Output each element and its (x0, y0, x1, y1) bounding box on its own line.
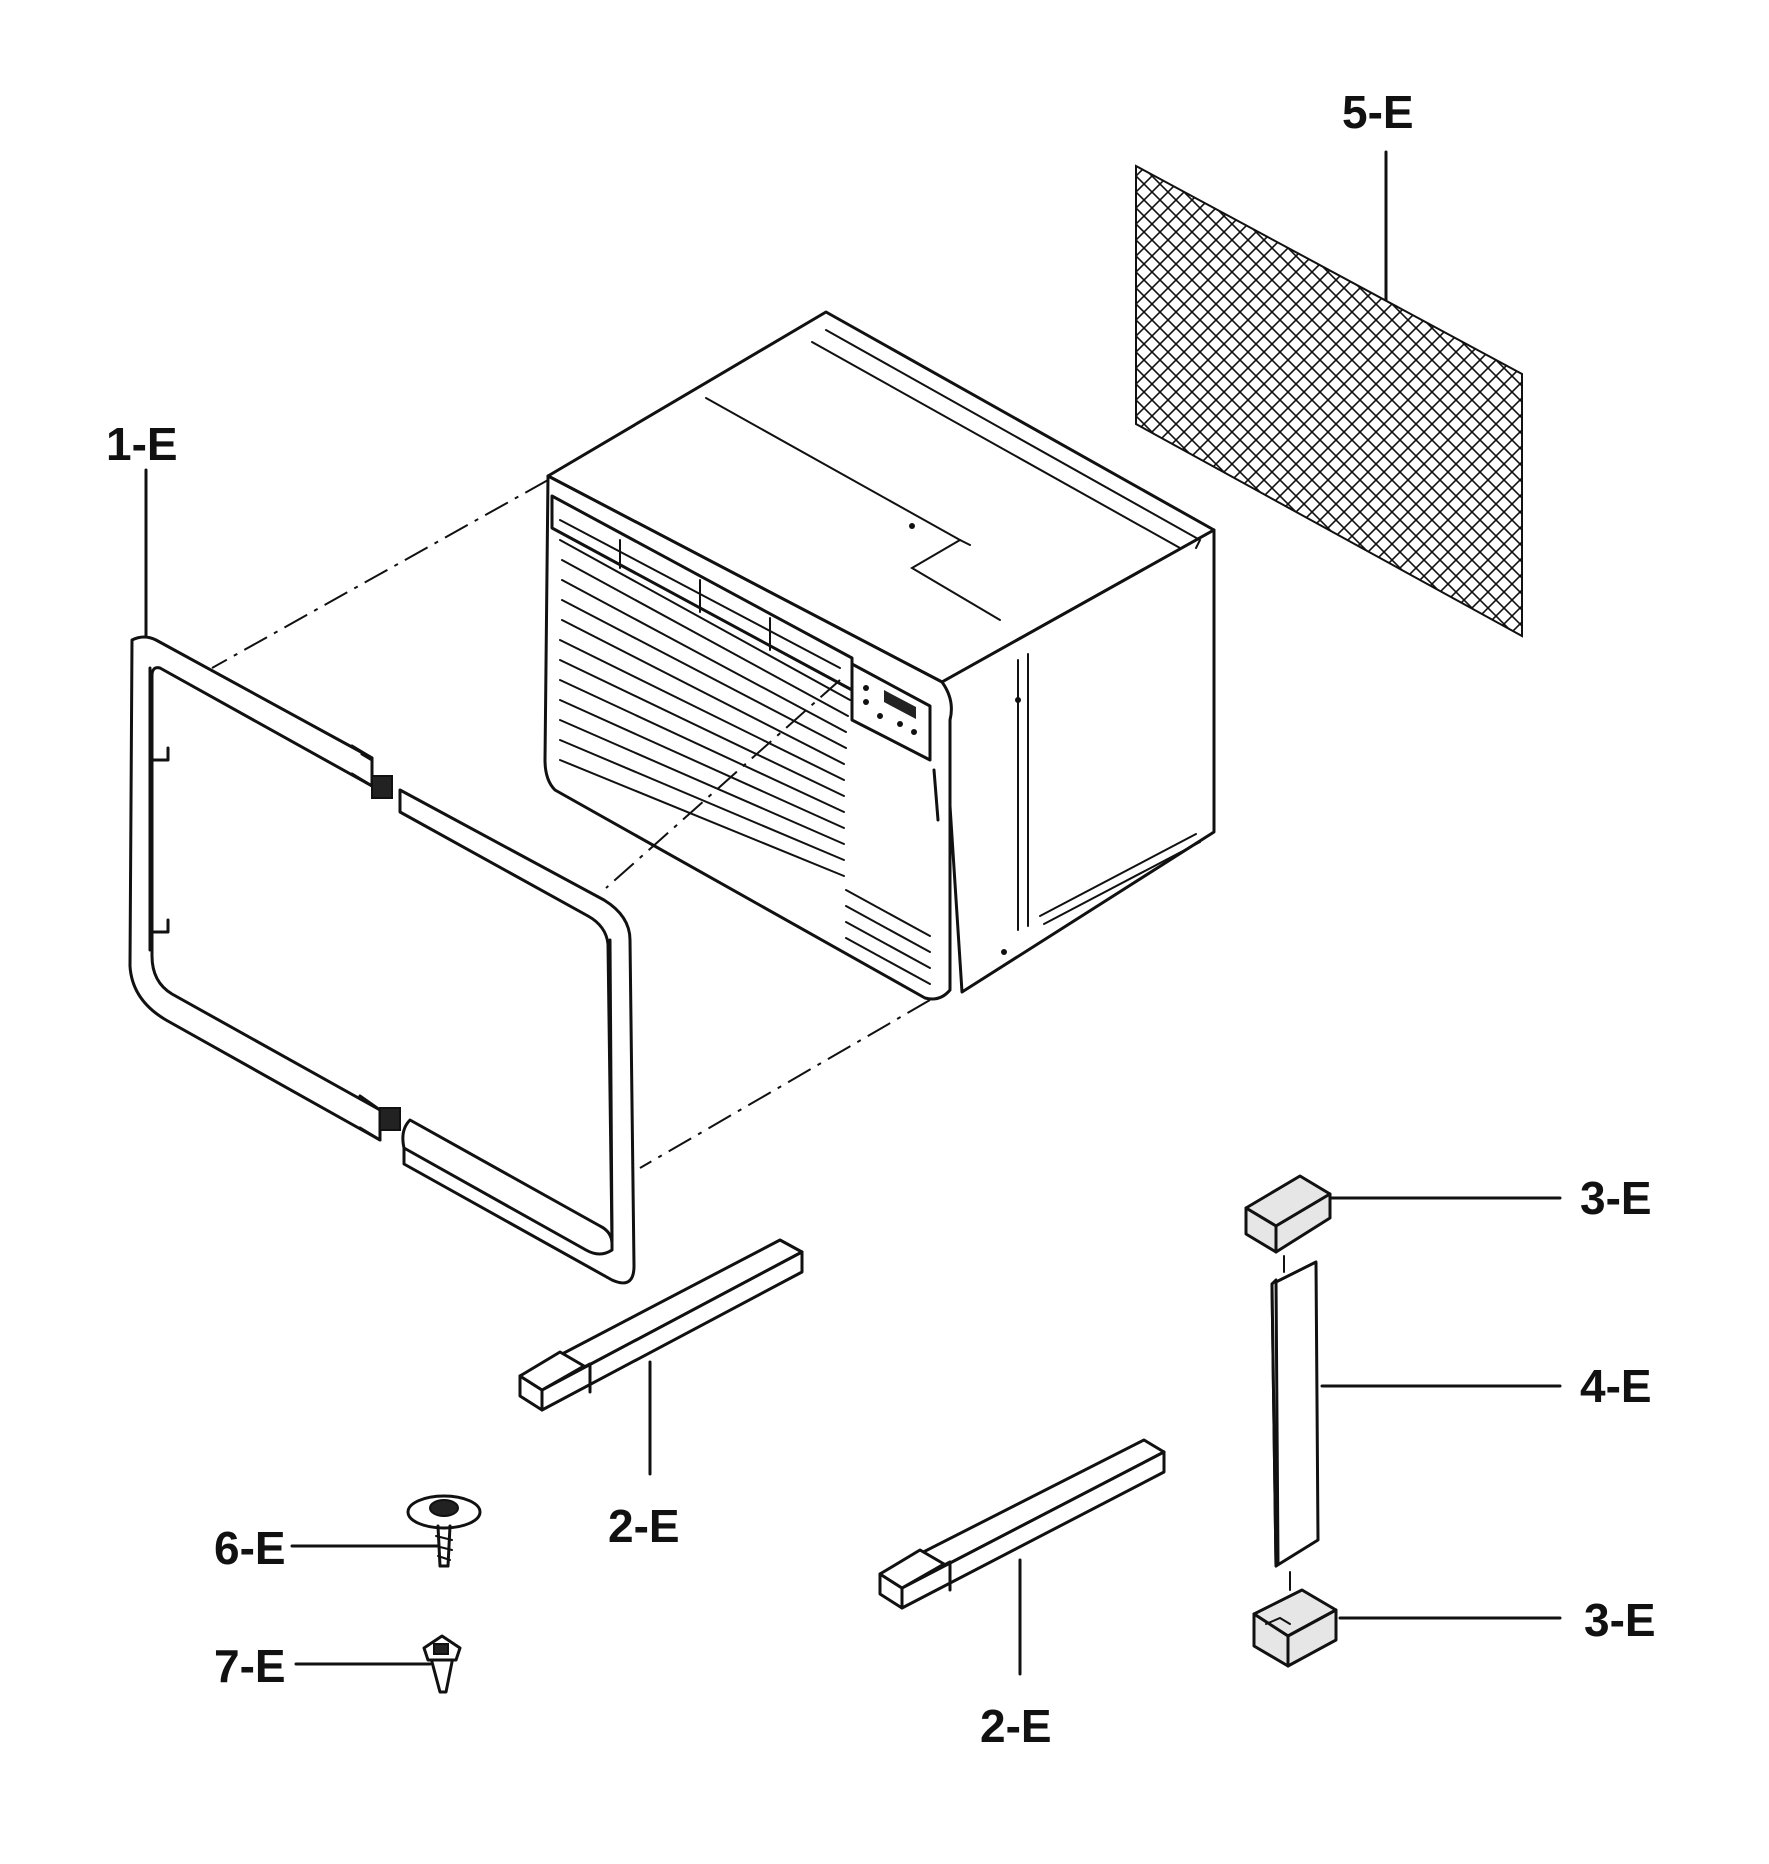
screw-part (406, 1494, 482, 1568)
label-block-bottom: 3-E (1584, 1594, 1656, 1646)
label-mesh: 5-E (1342, 86, 1414, 138)
label-panel-lower: 2-E (980, 1700, 1052, 1752)
part-labels: 1-E 5-E 2-E 2-E 3-E 4-E 3-E 6-E 7-E (106, 86, 1656, 1752)
side-panel-part-upper (518, 1238, 804, 1412)
mesh-filter-part (1135, 164, 1523, 638)
window-frame-part (128, 635, 636, 1285)
label-screw: 6-E (214, 1522, 286, 1574)
foam-block-top (1244, 1174, 1332, 1273)
label-clip: 7-E (214, 1640, 286, 1692)
leader-lines (144, 150, 1562, 1676)
foam-block-bottom (1252, 1588, 1338, 1668)
label-panel-upper: 2-E (608, 1500, 680, 1552)
side-panel-part-lower (878, 1438, 1166, 1610)
label-block-top: 3-E (1580, 1172, 1652, 1224)
clip-part (422, 1634, 462, 1694)
label-frame: 1-E (106, 418, 178, 470)
air-conditioner-unit (543, 310, 1216, 1001)
label-strip: 4-E (1580, 1360, 1652, 1412)
assembly-lines (211, 479, 931, 1169)
foam-strip-part (1270, 1260, 1320, 1591)
